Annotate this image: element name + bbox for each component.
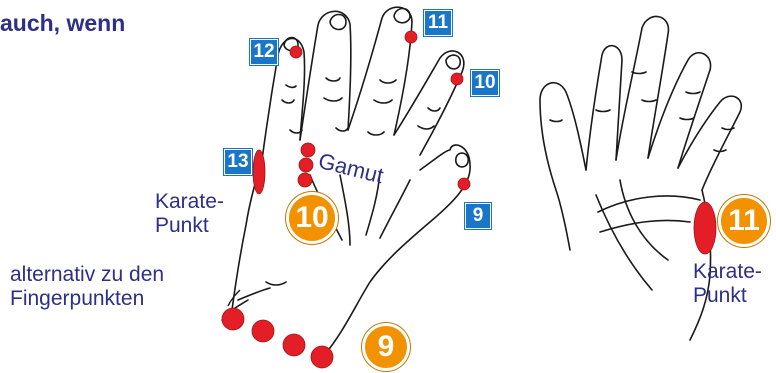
badge-karate-11: 11 xyxy=(718,195,770,247)
badge-point-12: 12 xyxy=(250,39,278,65)
alternative-label: alternativ zu den Fingerpunkten xyxy=(10,263,164,311)
badge-point-13: 13 xyxy=(224,149,252,175)
wrist-point-3 xyxy=(283,334,305,356)
wrist-point-1 xyxy=(222,308,244,330)
wrist-point-2 xyxy=(252,320,274,342)
wrist-point-4 xyxy=(311,346,333,368)
karate-label-left-line1: Karate- xyxy=(155,190,224,214)
badge-point-10: 10 xyxy=(471,70,499,96)
karate-label-left-line2: Punkt xyxy=(155,214,224,238)
point-12-dot xyxy=(290,46,302,58)
point-13-karate-ellipse xyxy=(253,150,265,194)
karate-label-right-line2: Punkt xyxy=(693,284,762,308)
badge-point-11: 11 xyxy=(424,10,452,36)
gamut-dot-1 xyxy=(301,143,315,157)
alternative-label-line1: alternativ zu den xyxy=(10,263,164,287)
alternative-label-line2: Fingerpunkten xyxy=(10,287,164,311)
gamut-dot-2 xyxy=(299,158,313,172)
point-11-dot xyxy=(405,31,417,43)
badge-wrist-9: 9 xyxy=(362,323,410,371)
karate-label-right: Karate- Punkt xyxy=(693,260,762,308)
point-10-dot xyxy=(451,73,463,85)
karate-label-right-line1: Karate- xyxy=(693,260,762,284)
badge-gamut-10: 10 xyxy=(286,192,338,244)
point-9-dot xyxy=(458,178,470,190)
badge-point-9: 9 xyxy=(465,203,491,229)
point-11-karate-ellipse-right xyxy=(694,202,716,254)
karate-label-left: Karate- Punkt xyxy=(155,190,224,238)
gamut-dot-3 xyxy=(298,173,312,187)
